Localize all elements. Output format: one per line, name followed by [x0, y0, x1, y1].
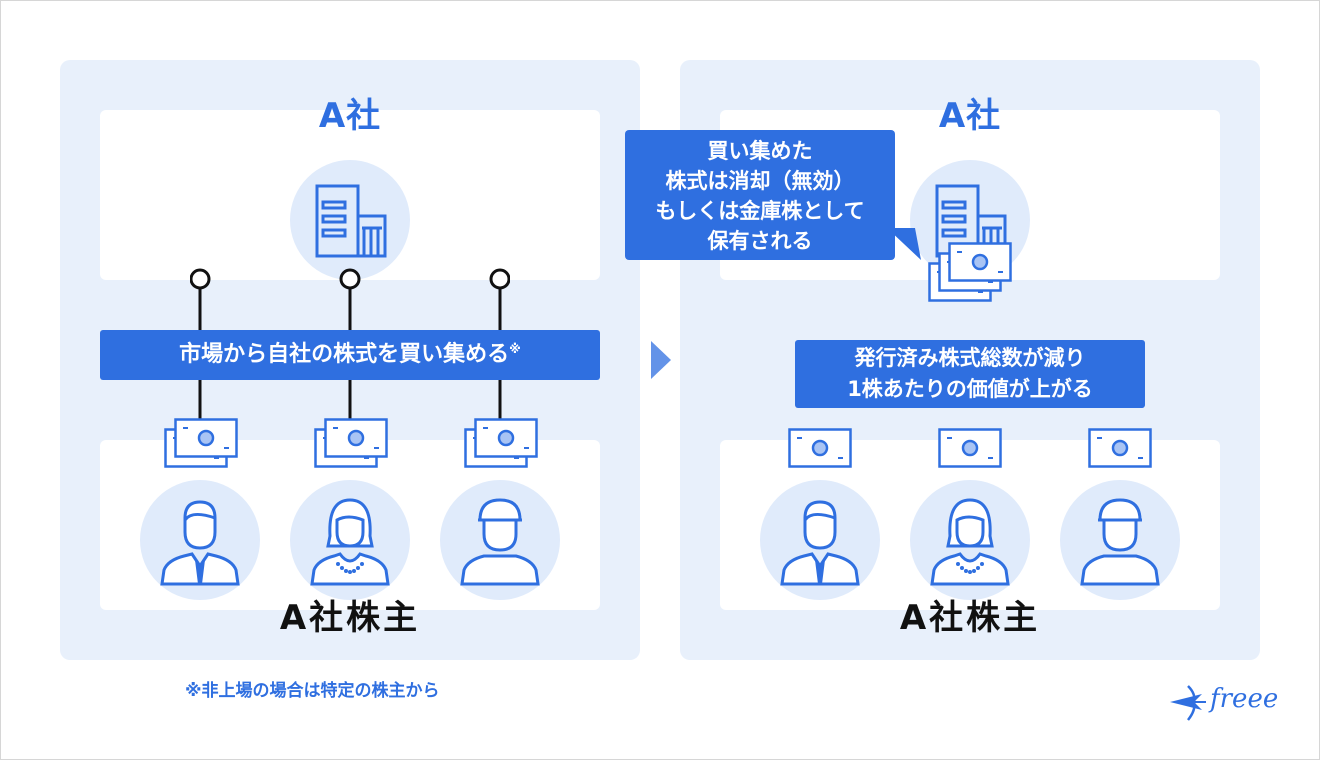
retirement-callout: 買い集めた 株式は消却（無効） もしくは金庫株として 保有される: [625, 130, 895, 260]
freee-bird-icon: [1170, 685, 1206, 721]
shareholders-title: A社株主: [279, 598, 421, 638]
buyback-banner-text: 市場から自社の株式を買い集める: [179, 342, 510, 367]
company-title: A社: [318, 96, 382, 136]
capped-shareholder-icon: [1060, 480, 1180, 600]
footnote: ※非上場の場合は特定の株主から: [185, 681, 440, 701]
female-shareholder-icon: [910, 480, 1030, 600]
callout-line: 買い集めた: [707, 139, 813, 163]
male-shareholder-icon: [760, 480, 880, 600]
company-title: A社: [938, 96, 1002, 136]
bill-icon: [938, 428, 1002, 468]
callout-line: 保有される: [707, 229, 813, 253]
male-shareholder-icon: [140, 480, 260, 600]
result-banner: 発行済み株式総数が減り 1株あたりの価値が上がる: [795, 340, 1145, 408]
callout-line: 株式は消却（無効）: [665, 169, 855, 193]
before-panel: A社 市場から自社の株式を買い集める※ A社株主: [60, 60, 640, 660]
female-shareholder-icon: [290, 480, 410, 600]
result-banner-line: 発行済み株式総数が減り: [854, 346, 1086, 370]
callout-tail: [887, 228, 921, 260]
capped-shareholder-icon: [440, 480, 560, 600]
bill-stack-icon: [314, 418, 388, 468]
next-arrow-icon: [651, 341, 671, 379]
bill-stack-icon: [464, 418, 538, 468]
bill-stack-icon: [164, 418, 238, 468]
bill-icon: [1088, 428, 1152, 468]
result-banner-line: 1株あたりの価値が上がる: [847, 377, 1093, 401]
building-icon: [290, 160, 410, 280]
buyback-banner: 市場から自社の株式を買い集める※: [100, 330, 600, 380]
shareholders-title: A社株主: [899, 598, 1041, 638]
bill-icon: [788, 428, 852, 468]
callout-line: もしくは金庫株として: [655, 199, 865, 223]
freee-logo-text: freee: [1210, 684, 1279, 714]
footnote-mark: ※: [509, 342, 521, 356]
